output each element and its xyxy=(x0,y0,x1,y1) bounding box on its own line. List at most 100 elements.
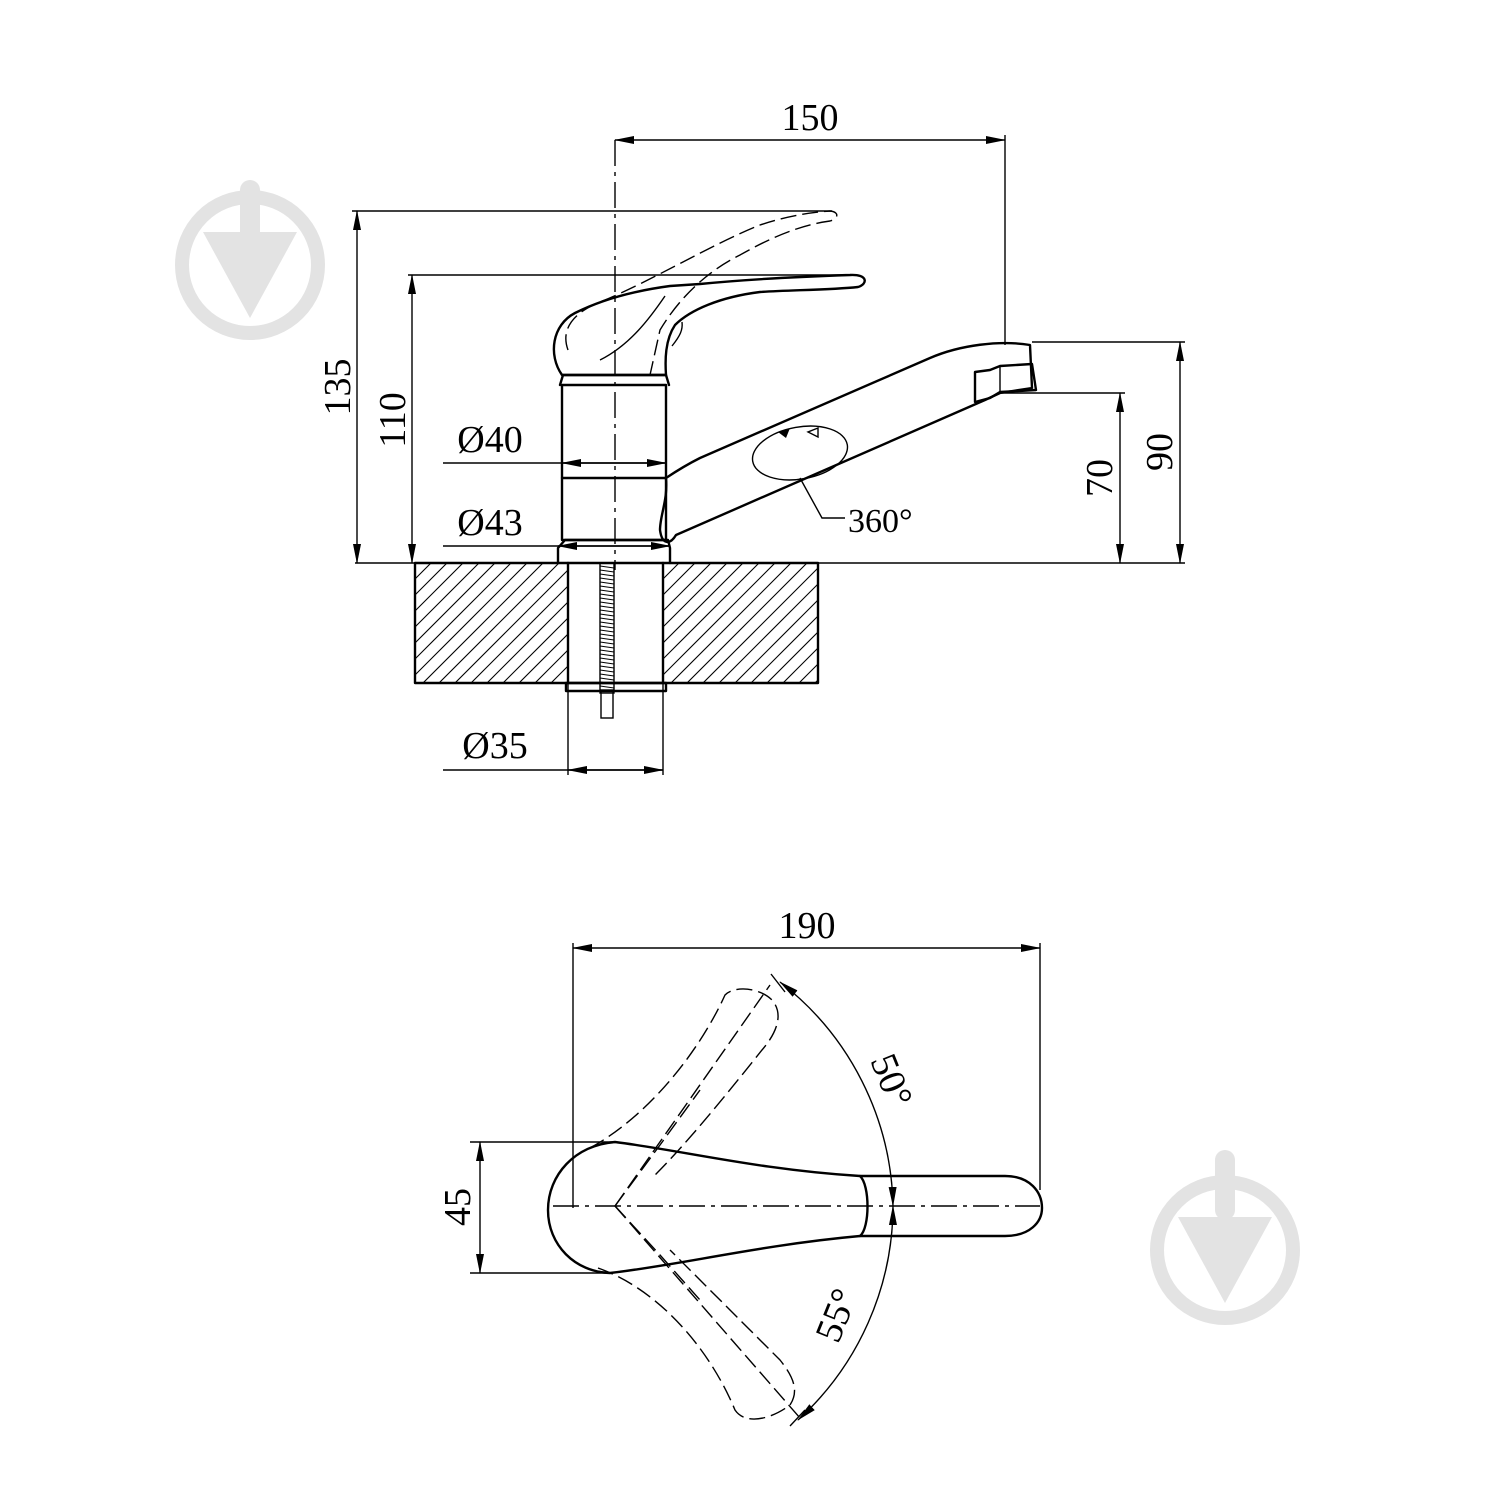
thread-line xyxy=(599,593,615,597)
thread-line xyxy=(599,665,615,669)
hatch-line xyxy=(663,563,760,660)
hatch-line xyxy=(750,615,818,683)
hatch-line xyxy=(663,563,728,628)
dim-outlet-height: 70 xyxy=(1079,459,1121,497)
hatch-line xyxy=(863,563,983,683)
hatch-line xyxy=(702,567,818,683)
dim-angle-lower: 55° xyxy=(807,1283,866,1348)
thread-line xyxy=(599,673,615,677)
dim-spout-height: 90 xyxy=(1139,433,1181,471)
thread-line xyxy=(599,581,615,585)
hatch-line xyxy=(734,599,818,683)
hatch-line xyxy=(718,583,818,683)
hatch-right xyxy=(663,563,1047,683)
logo-watermark-icon xyxy=(175,180,325,340)
hatch-line xyxy=(415,563,528,676)
hatch-line xyxy=(895,563,1015,683)
hatch-line xyxy=(470,585,568,683)
thread-line xyxy=(599,589,615,593)
dim-handle-height: 110 xyxy=(372,392,414,448)
angle-arc-lower xyxy=(797,1205,897,1421)
thread-line xyxy=(599,637,615,641)
thread-line xyxy=(599,601,615,605)
hatch-line xyxy=(663,563,744,644)
hatch-left xyxy=(415,563,799,683)
hatch-line xyxy=(814,679,818,683)
dim-total-height: 135 xyxy=(317,359,359,416)
hatch-line xyxy=(486,601,568,683)
hatch-line xyxy=(422,563,544,683)
dim-angle-upper: 50° xyxy=(862,1048,921,1113)
handle-raised-dashed xyxy=(565,210,838,376)
thread-line xyxy=(599,669,615,673)
spout xyxy=(658,341,1034,544)
hatch-line xyxy=(599,563,719,683)
thread-line xyxy=(599,605,615,609)
thread-line xyxy=(599,641,615,645)
angle-arc-upper xyxy=(779,981,897,1207)
thread-line xyxy=(599,677,615,681)
hatch-line xyxy=(663,563,680,580)
thread-line xyxy=(599,645,615,649)
hatch-line xyxy=(566,681,568,683)
hatch-line xyxy=(663,563,696,596)
hatch-line xyxy=(415,563,496,644)
hatch-line xyxy=(782,647,818,683)
dim-top-width: 150 xyxy=(782,97,839,139)
base-collar xyxy=(556,538,672,565)
dim-body-diameter: Ø40 xyxy=(457,419,522,461)
hatch-line xyxy=(583,563,703,683)
hatch-line xyxy=(686,563,808,683)
thread-line xyxy=(599,661,615,665)
threaded-stud xyxy=(599,562,615,719)
hatch-line xyxy=(663,563,776,676)
dim-spout-rotation: 360° xyxy=(848,503,913,540)
thread-line xyxy=(599,649,615,653)
thread-line xyxy=(599,653,615,657)
hatch-line xyxy=(534,649,568,683)
rotation-ellipse xyxy=(751,425,849,481)
hatch-line xyxy=(415,563,480,628)
hatch-line xyxy=(879,563,999,683)
dim-base-diameter: Ø43 xyxy=(457,502,522,544)
thread-line xyxy=(599,585,615,589)
hatch-line xyxy=(454,569,568,683)
hatch-line xyxy=(663,563,783,683)
hatch-line xyxy=(766,631,818,683)
hatch-line xyxy=(415,563,464,612)
hatch-line xyxy=(438,563,560,683)
handle-top-outline xyxy=(546,1140,1044,1275)
dim-mount-diameter: Ø35 xyxy=(462,725,527,767)
hatch-line xyxy=(415,563,448,596)
thread-line xyxy=(599,609,615,613)
thread-line xyxy=(599,613,615,617)
thread-line xyxy=(599,569,615,573)
hatch-line xyxy=(911,563,1031,683)
thread-line xyxy=(599,629,615,633)
top-view: 190 50° 55° 45 xyxy=(437,905,1044,1427)
thread-line xyxy=(599,597,615,601)
thread-line xyxy=(599,625,615,629)
aerator xyxy=(973,362,1038,404)
rotation-leader xyxy=(799,477,845,519)
thread-line xyxy=(599,617,615,621)
side-view: 150 135 110 Ø40 Ø43 Ø35 360° 70 90 xyxy=(317,97,1185,775)
hatch-line xyxy=(670,563,792,683)
thread-line xyxy=(599,573,615,577)
hatch-line xyxy=(847,563,967,683)
hatch-line xyxy=(679,563,799,683)
logo-watermark-icon xyxy=(1150,1150,1300,1325)
thread-line xyxy=(599,565,615,569)
thread-line xyxy=(599,657,615,661)
hatch-line xyxy=(663,563,712,612)
thread-line xyxy=(599,685,615,689)
hatch-line xyxy=(615,563,735,683)
hatch-line xyxy=(647,563,767,683)
dim-handle-width: 45 xyxy=(437,1188,479,1226)
hatch-line xyxy=(415,563,416,564)
hatch-line xyxy=(518,633,568,683)
hatch-line xyxy=(415,563,432,580)
hatch-line xyxy=(927,563,1047,683)
hatch-line xyxy=(631,563,751,683)
